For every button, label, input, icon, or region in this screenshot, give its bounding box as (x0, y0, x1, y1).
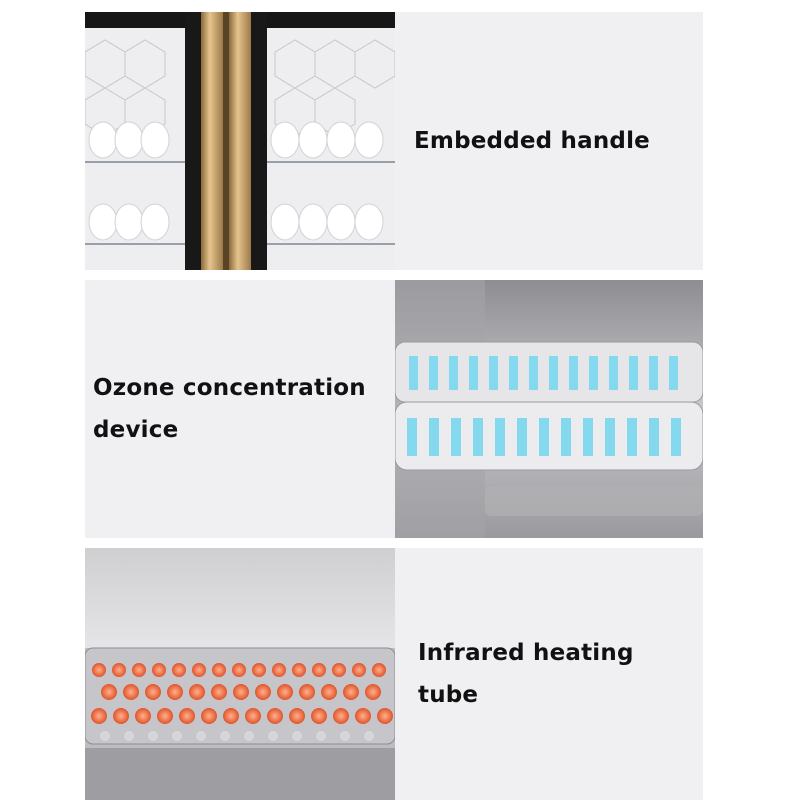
infrared-tube-illustration (85, 548, 395, 800)
ozone-device-photo (395, 280, 703, 538)
embedded-handle-label: Embedded handle (414, 128, 650, 154)
embedded-handle-text-panel: Embedded handle (395, 12, 703, 270)
cabinet-doors-illustration (85, 12, 395, 270)
infrared-tube-text-panel: Infrared heating tube (395, 548, 703, 800)
ozone-device-label: Ozone concentration device (93, 375, 366, 443)
ozone-device-text-panel: Ozone concentration device (85, 280, 395, 538)
infrared-tube-photo (85, 548, 395, 800)
ozone-device-illustration (395, 280, 703, 538)
infrared-tube-label: Infrared heating tube (418, 640, 634, 708)
gold-handle-left (201, 12, 223, 270)
gold-handle-right (229, 12, 251, 270)
embedded-handle-photo (85, 12, 395, 270)
